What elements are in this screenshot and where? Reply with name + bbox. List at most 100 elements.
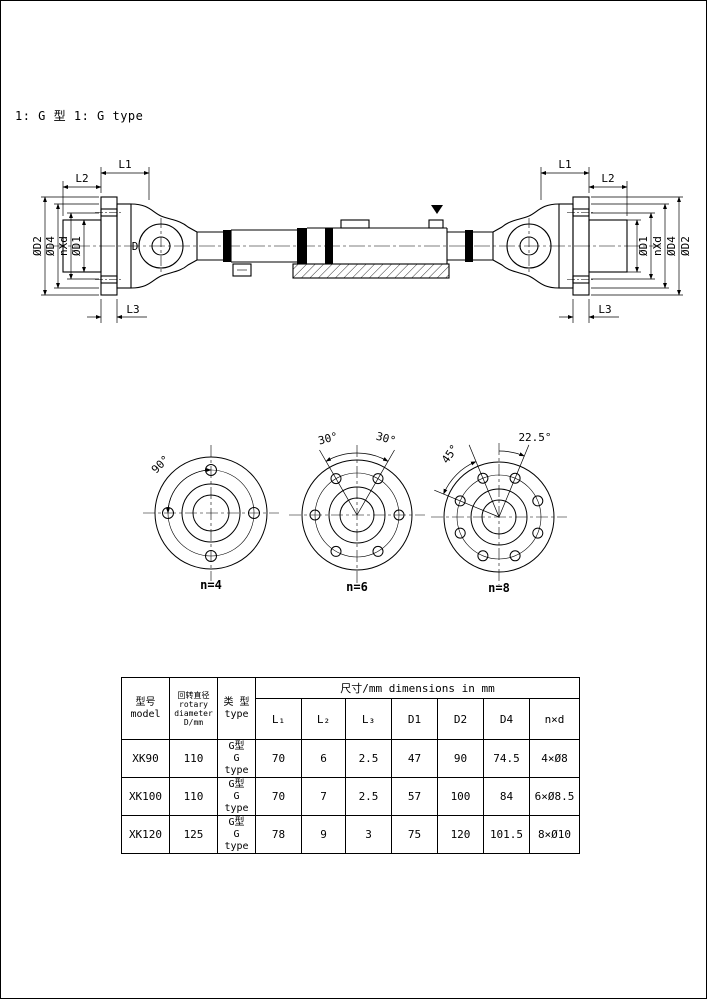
dim-label-nxd-left: nXd xyxy=(57,236,70,256)
cell-l3: 2.5 xyxy=(345,777,392,816)
col-header-rotary-diameter: 回转直径 rotary diameter D/mm xyxy=(169,677,218,740)
seal-band-2 xyxy=(325,228,333,264)
flange-n6-label: n=6 xyxy=(346,580,368,594)
cell-nxd: 8×Ø10 xyxy=(529,815,580,854)
col-header-type: 类 型 type xyxy=(217,677,256,740)
dim-label-l1-left: L1 xyxy=(118,158,131,171)
bolt-hole xyxy=(509,550,521,562)
cell-d1: 75 xyxy=(391,815,438,854)
spline-collar xyxy=(340,219,370,229)
bolt-hole xyxy=(309,509,321,521)
bolt-hole xyxy=(372,545,384,557)
angle-label-45: 45° xyxy=(439,442,461,466)
weld-band-left xyxy=(223,230,231,262)
cell-l1: 78 xyxy=(255,815,302,854)
right-pilot-hub xyxy=(588,219,628,273)
col-header-d4: D4 xyxy=(483,698,530,740)
angle-arc-22-5 xyxy=(498,450,525,457)
dim-label-d4-left: ØD4 xyxy=(44,236,57,256)
left-yoke-arm-bottom xyxy=(130,259,198,289)
shaft-assembly-view xyxy=(49,196,661,296)
weld-band-right xyxy=(465,230,473,262)
dim-label-l1-right: L1 xyxy=(558,158,571,171)
lower-grease-fitting xyxy=(232,263,252,277)
table-row: XK100 110 G型 G type 70 7 2.5 57 100 84 6… xyxy=(121,777,580,816)
col-header-nxd: n×d xyxy=(529,698,580,740)
flange-view-n6 xyxy=(289,445,425,583)
cell-d2: 120 xyxy=(437,815,484,854)
cell-d2: 90 xyxy=(437,739,484,778)
table-row: XK120 125 G型 G type 78 9 3 75 120 101.5 … xyxy=(121,815,580,854)
cell-l1: 70 xyxy=(255,739,302,778)
left-yoke-base xyxy=(116,203,132,289)
cell-l2: 9 xyxy=(301,815,346,854)
cell-l1: 70 xyxy=(255,777,302,816)
cell-l3: 2.5 xyxy=(345,739,392,778)
cell-model: XK90 xyxy=(121,739,170,778)
right-yoke-arm-top xyxy=(492,203,560,233)
right-yoke-arm-bottom xyxy=(492,259,560,289)
bolt-hole xyxy=(248,507,260,519)
dims-group-header: 尺寸/mm dimensions in mm xyxy=(255,677,580,699)
dim-label-l2-right: L2 xyxy=(601,172,614,185)
cell-rotary-d: 110 xyxy=(169,739,218,778)
flange-view-n4 xyxy=(143,445,279,581)
cell-d4: 101.5 xyxy=(483,815,530,854)
cell-nxd: 4×Ø8 xyxy=(529,739,580,778)
dim-label-d1-right: ØD1 xyxy=(637,236,650,256)
cell-d4: 84 xyxy=(483,777,530,816)
angle-label-22-5: 22.5° xyxy=(518,431,551,444)
bolt-hole xyxy=(477,550,489,562)
bolt-hole xyxy=(477,472,489,484)
dimensions-table: 型号 model 回转直径 rotary diameter D/mm 类 型 t… xyxy=(121,677,580,854)
cell-nxd: 6×Ø8.5 xyxy=(529,777,580,816)
dim-label-l3-right: L3 xyxy=(598,303,611,316)
col-header-l3: L₃ xyxy=(345,698,392,740)
bolt-hole xyxy=(454,495,466,507)
cell-model: XK100 xyxy=(121,777,170,816)
angle-arc-30-left xyxy=(325,452,358,462)
seal-band-1 xyxy=(297,228,307,264)
dim-label-l2-left: L2 xyxy=(75,172,88,185)
bolt-hole xyxy=(372,473,384,485)
angle-arc-45 xyxy=(443,461,477,495)
angle-arc-90 xyxy=(166,468,212,514)
cell-d1: 47 xyxy=(391,739,438,778)
cell-l2: 7 xyxy=(301,777,346,816)
flange-n4-label: n=4 xyxy=(200,578,222,592)
cell-rotary-d: 110 xyxy=(169,777,218,816)
angle-label-30-left: 30° xyxy=(317,430,340,448)
col-header-d2: D2 xyxy=(437,698,484,740)
dim-label-nxd-right: nXd xyxy=(651,236,664,256)
col-header-l2: L₂ xyxy=(301,698,346,740)
bolt-hole xyxy=(393,509,405,521)
cell-l2: 6 xyxy=(301,739,346,778)
sleeve-hatched-section xyxy=(292,263,450,279)
cell-type: G型 G type xyxy=(217,777,256,816)
dim-label-d: D xyxy=(132,240,139,253)
cell-rotary-d: 125 xyxy=(169,815,218,854)
section-arrow xyxy=(431,205,443,214)
col-header-l1: L₁ xyxy=(255,698,302,740)
bolt-hole xyxy=(454,527,466,539)
bolt-hole xyxy=(532,527,544,539)
col-header-model: 型号 model xyxy=(121,677,170,740)
cell-type: G型 G type xyxy=(217,739,256,778)
bolt-hole xyxy=(532,495,544,507)
upper-grease-fitting xyxy=(428,219,444,229)
cell-d2: 100 xyxy=(437,777,484,816)
cell-model: XK120 xyxy=(121,815,170,854)
angle-arc-30-right xyxy=(356,452,389,462)
flange-view-n8 xyxy=(431,443,567,585)
flange-n8-label: n=8 xyxy=(488,581,510,595)
bolt-hole xyxy=(330,545,342,557)
cell-type: G型 G type xyxy=(217,815,256,854)
angle-label-90: 90° xyxy=(149,453,172,476)
angle-label-30-right: 30° xyxy=(375,430,398,448)
bolt-hole xyxy=(509,472,521,484)
bolt-hole xyxy=(205,550,217,562)
cell-l3: 3 xyxy=(345,815,392,854)
dim-label-l3-left: L3 xyxy=(126,303,139,316)
